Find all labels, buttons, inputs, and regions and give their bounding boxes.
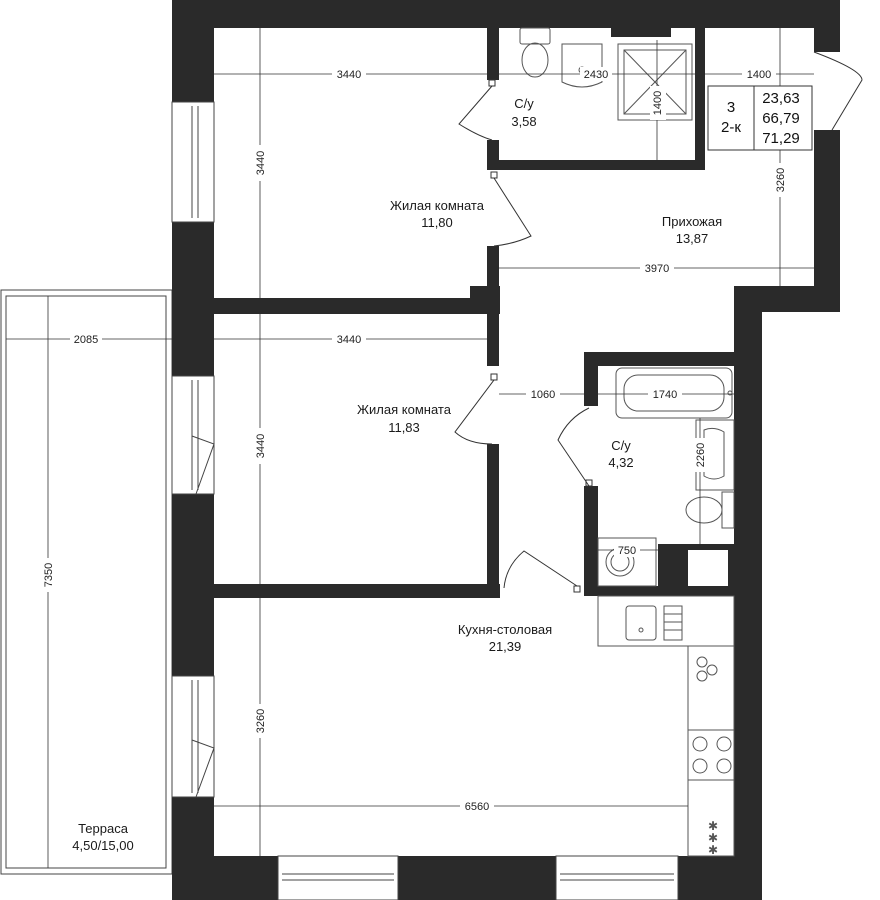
dim-bath1-width: 2430 bbox=[584, 69, 608, 81]
total-area-with-terrace: 71,29 bbox=[762, 130, 800, 147]
dimension-labels: 3440 3440 2430 1400 1400 3260 3970 2085 … bbox=[40, 67, 788, 813]
room-name-bathroom-2: С/у bbox=[611, 438, 631, 453]
outer-walls bbox=[172, 0, 840, 900]
stars-icon: ✱ ✱ ✱ bbox=[708, 819, 718, 857]
doors bbox=[454, 51, 863, 593]
dim-entry-width: 1400 bbox=[747, 69, 771, 81]
room-name-living-2: Жилая комната bbox=[357, 402, 452, 417]
dim-kitchen-height: 3260 bbox=[255, 709, 267, 733]
room-area-living-2: 11,83 bbox=[388, 420, 420, 435]
dim-corridor-width: 1060 bbox=[531, 389, 555, 401]
room-area-bathroom-2: 4,32 bbox=[608, 455, 633, 470]
svg-text:✱: ✱ bbox=[708, 843, 718, 857]
dim-bath2-height: 2260 bbox=[695, 443, 707, 467]
inner-walls bbox=[214, 28, 734, 598]
dim-hall-width: 3970 bbox=[645, 263, 669, 275]
rooms-count: 3 bbox=[727, 99, 735, 116]
svg-text:✱: ✱ bbox=[708, 831, 718, 845]
dim-bath1-height: 1400 bbox=[652, 91, 664, 115]
dim-kitchen-width: 6560 bbox=[465, 801, 489, 813]
room-area-bathroom-1: 3,58 bbox=[511, 114, 536, 129]
room-area-hallway: 13,87 bbox=[676, 231, 709, 246]
room-area-kitchen: 21,39 bbox=[489, 639, 522, 654]
dim-tub-width: 1740 bbox=[653, 389, 677, 401]
room-name-hallway: Прихожая bbox=[662, 214, 722, 229]
dim-terrace-width: 2085 bbox=[74, 334, 98, 346]
living-area: 23,63 bbox=[762, 90, 800, 107]
room-name-kitchen: Кухня-столовая bbox=[458, 622, 552, 637]
room-area-living-1: 11,80 bbox=[421, 215, 453, 230]
dim-room1-width: 3440 bbox=[337, 69, 361, 81]
dim-washer-width: 750 bbox=[618, 545, 636, 557]
dim-room1-height: 3440 bbox=[255, 151, 267, 175]
room-area-terrace: 4,50/15,00 bbox=[72, 838, 133, 853]
total-area: 66,79 bbox=[762, 110, 800, 127]
dim-terrace-height: 7350 bbox=[43, 563, 55, 587]
terrace bbox=[0, 289, 173, 875]
room-name-living-1: Жилая комната bbox=[390, 198, 485, 213]
room-name-terrace: Терраса bbox=[78, 821, 129, 836]
apartment-info-box: 3 2-к 23,63 66,79 71,29 bbox=[707, 85, 813, 151]
dim-room2-width: 3440 bbox=[337, 334, 361, 346]
dim-room2-height: 3440 bbox=[255, 434, 267, 458]
svg-text:✱: ✱ bbox=[708, 819, 718, 833]
room-name-bathroom-1: С/у bbox=[514, 96, 534, 111]
kitchen-fixtures bbox=[597, 595, 735, 857]
windows bbox=[171, 101, 679, 900]
dim-hall-height: 3260 bbox=[775, 168, 787, 192]
room-labels: Жилая комната 11,80 С/у 3,58 Прихожая 13… bbox=[72, 96, 722, 853]
apartment-type: 2-к bbox=[721, 119, 741, 136]
